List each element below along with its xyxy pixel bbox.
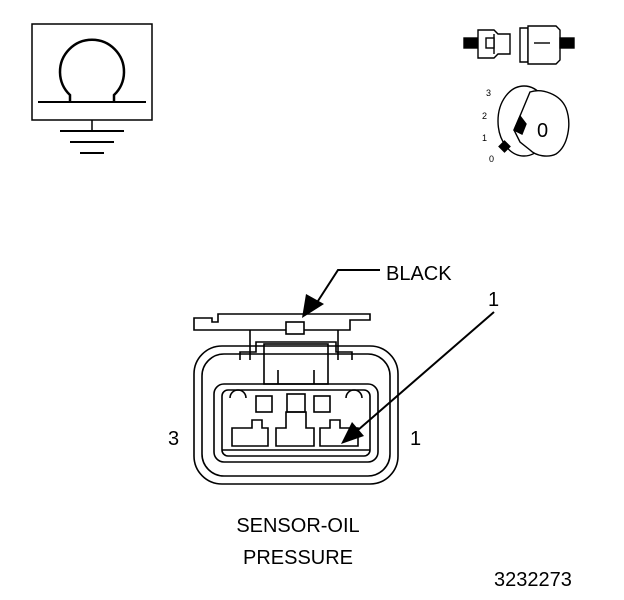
pin-callout: 1: [341, 289, 499, 444]
pin-callout-number: 1: [488, 289, 499, 311]
caption-line-1: SENSOR-OIL: [236, 515, 359, 537]
pin-number-right: 1: [410, 428, 421, 450]
color-callout: BLACK: [302, 263, 452, 318]
ohmmeter-icon: [31, 23, 153, 154]
connector-disconnected-icon: [463, 25, 575, 65]
connector-face: [193, 313, 399, 485]
ignition-position-0: 0: [489, 154, 494, 164]
ignition-position-1: 1: [482, 133, 487, 143]
caption-line-2: PRESSURE: [243, 547, 353, 569]
ignition-key-icon: 3 2 1 0 0: [482, 85, 570, 164]
pin-number-left: 3: [168, 428, 179, 450]
connector-color-label: BLACK: [386, 263, 452, 285]
figure-id: 3232273: [494, 569, 572, 591]
ignition-position-3: 3: [486, 88, 491, 98]
ignition-position-2: 2: [482, 111, 487, 121]
ignition-key-label: 0: [537, 120, 548, 142]
